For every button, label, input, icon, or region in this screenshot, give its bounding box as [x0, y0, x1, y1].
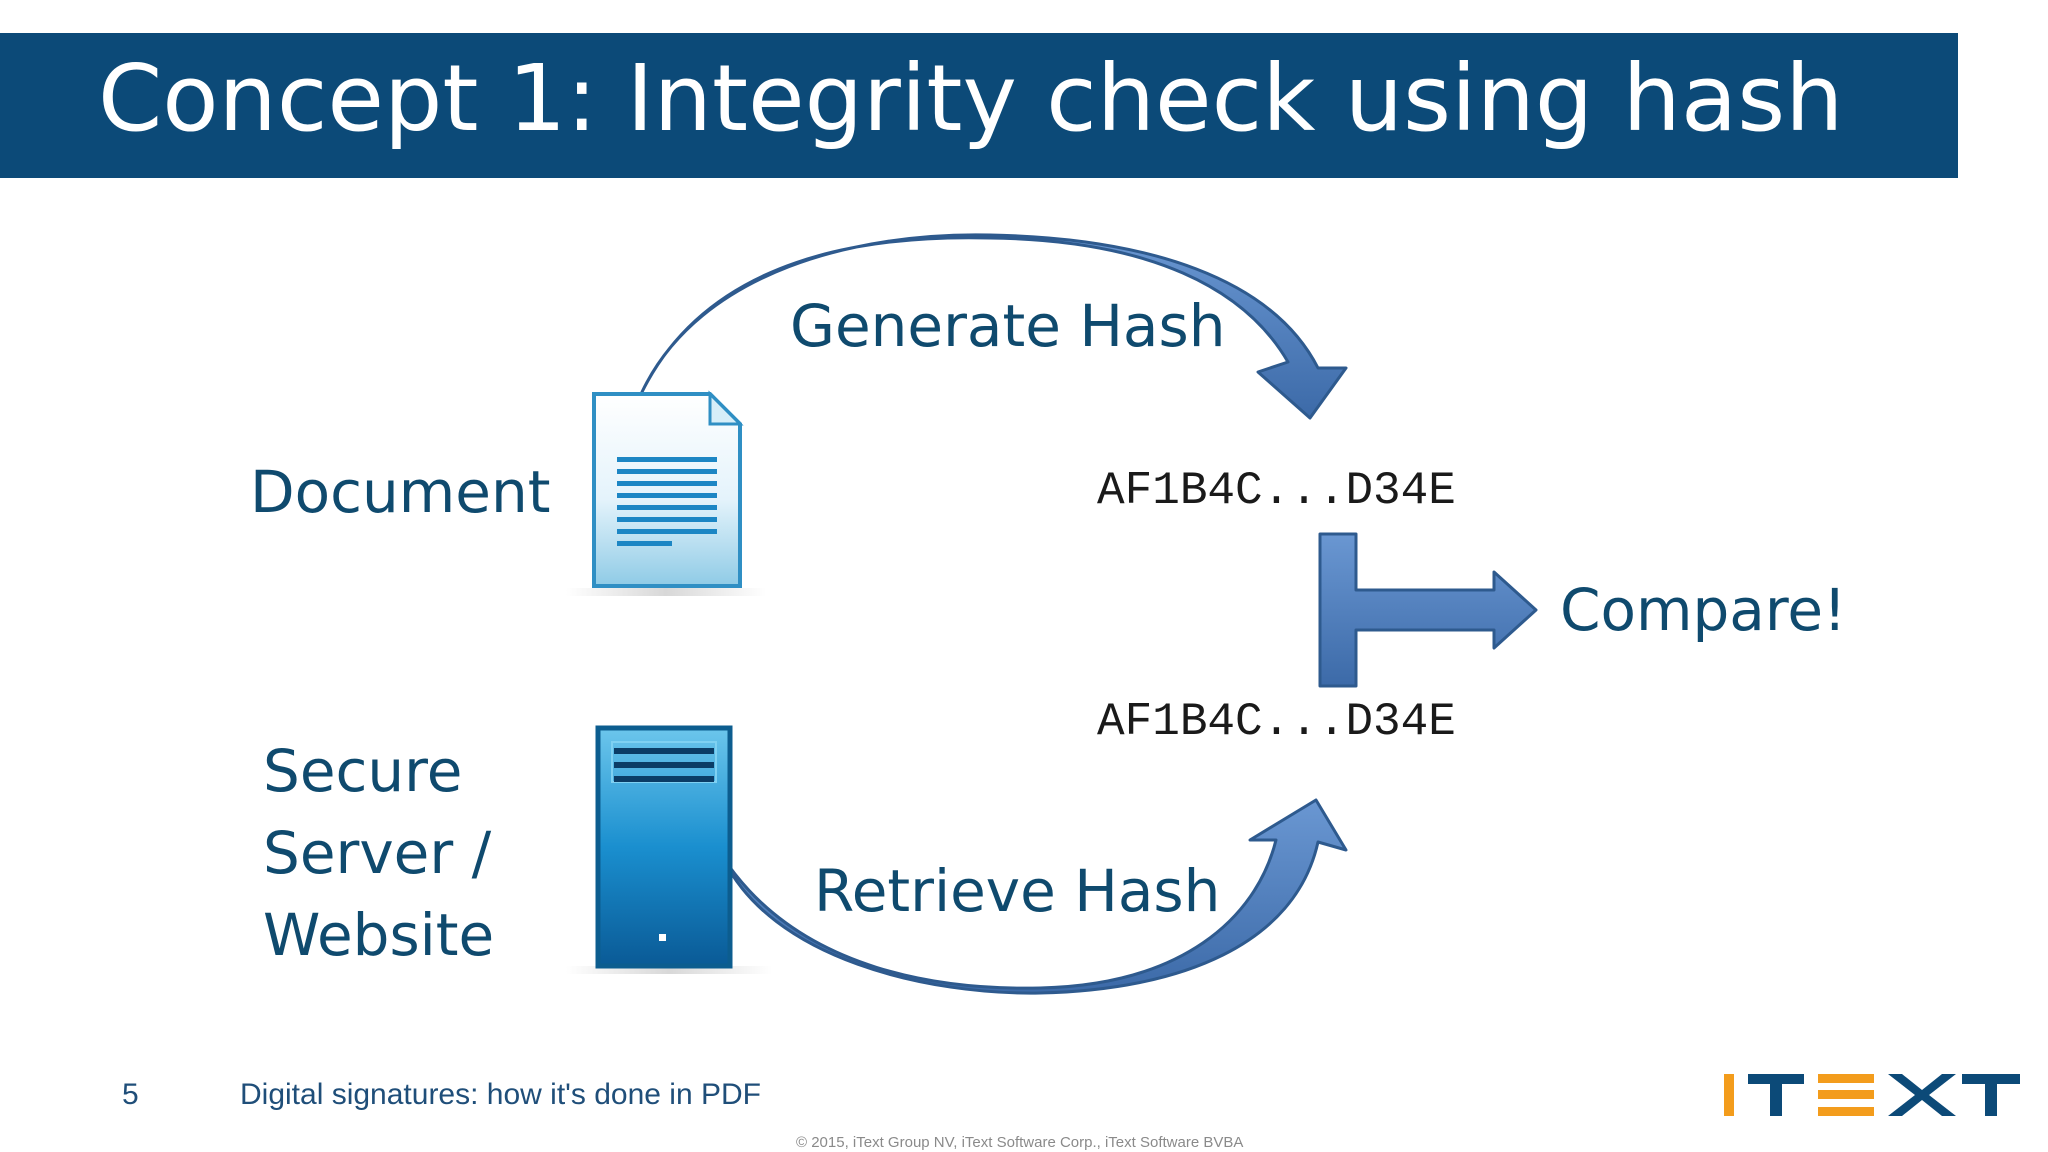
compare-label: Compare!	[1560, 576, 1847, 644]
hash-value-generated: AF1B4C...D34E	[1097, 465, 1456, 517]
hash-value-retrieved: AF1B4C...D34E	[1097, 696, 1456, 748]
retrieve-hash-label: Retrieve Hash	[814, 857, 1221, 925]
server-label-line-1: Secure	[263, 737, 463, 805]
generate-hash-label: Generate Hash	[790, 292, 1226, 360]
copyright-notice: © 2015, iText Group NV, iText Software C…	[796, 1134, 1244, 1151]
document-icon	[566, 390, 766, 596]
server-label-line-2: Server /	[263, 819, 492, 887]
retrieve-hash-arrow	[720, 798, 1348, 995]
title-bar: Concept 1: Integrity check using hash	[0, 33, 1958, 178]
document-label: Document	[250, 458, 551, 526]
itext-logo: iText	[1724, 1074, 2020, 1116]
footer-title: Digital signatures: how it's done in PDF	[240, 1078, 761, 1111]
generate-hash-arrow	[640, 233, 1348, 420]
slide-number: 5	[122, 1078, 139, 1111]
slide-title: Concept 1: Integrity check using hash	[98, 45, 1844, 152]
server-label-line-3: Website	[263, 901, 495, 969]
server-tower-icon	[566, 725, 772, 974]
compare-arrow	[1318, 532, 1538, 688]
server-label: Secure Server / Website	[263, 730, 494, 976]
